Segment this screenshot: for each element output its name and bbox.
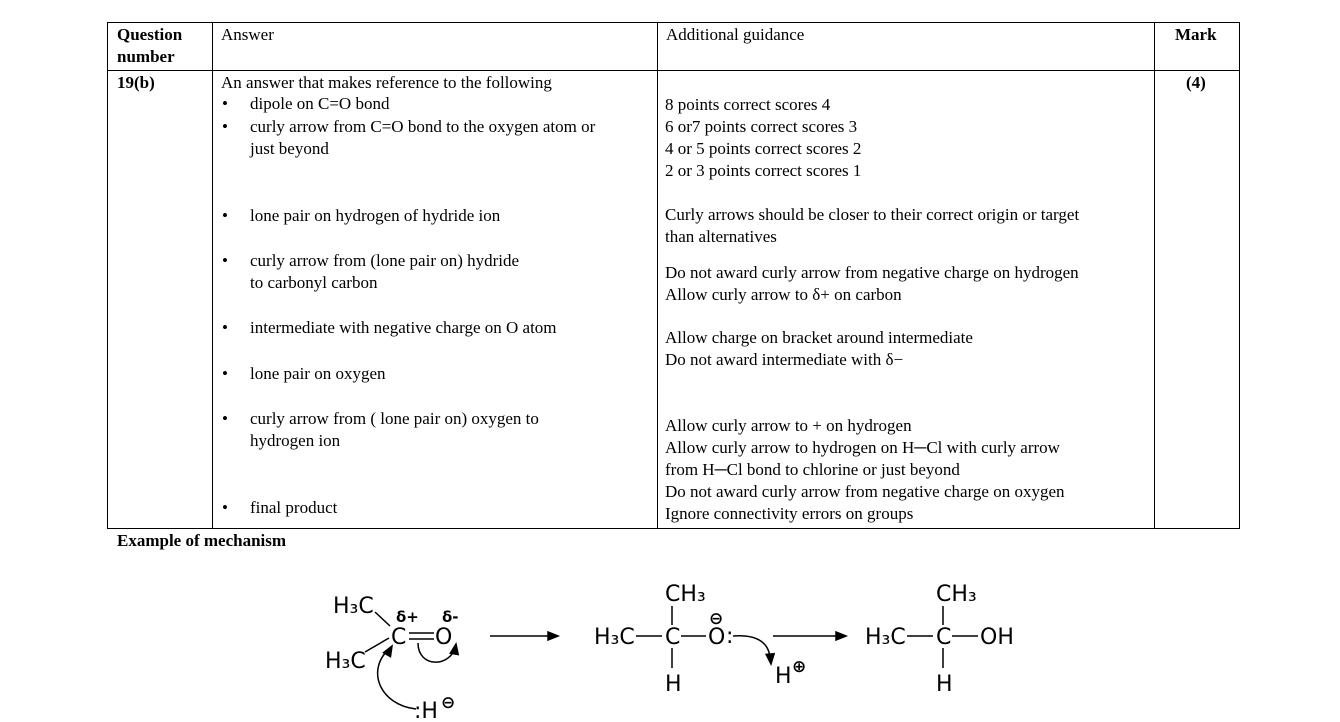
methyl-group: CH₃ <box>665 582 706 607</box>
header-answer: Answer <box>221 25 274 44</box>
hydrogen-atom: H <box>665 672 682 697</box>
answer-line: curly arrow from (lone pair on) hydride <box>250 251 520 270</box>
guidance-line: Do not award curly arrow from negative c… <box>665 482 1065 501</box>
bond <box>364 637 390 653</box>
answer-line: intermediate with negative charge on O a… <box>250 318 557 337</box>
bullet-icon: • <box>222 318 228 337</box>
guidance-line: Do not award curly arrow from negative c… <box>665 263 1079 282</box>
answer-item: • curly arrow from C=O bond to the oxygen… <box>222 116 596 160</box>
answer-item: • curly arrow from (lone pair on) hydride… <box>222 250 520 294</box>
carbon-atom: C <box>665 625 680 650</box>
bullet-icon: • <box>222 94 228 113</box>
arrowhead-icon <box>764 652 776 667</box>
bullet-icon: • <box>222 251 228 270</box>
answer-item: • lone pair on oxygen <box>222 363 386 385</box>
question-number: 19(b) <box>117 73 155 92</box>
guidance-line: Allow charge on bracket around intermedi… <box>665 328 973 347</box>
answer-line: dipole on C=O bond <box>250 94 390 113</box>
methyl-group: H₃C <box>594 625 635 650</box>
answer-line: to carbonyl carbon <box>250 273 378 292</box>
guidance-line: Allow curly arrow to + on hydrogen <box>665 416 912 435</box>
arrowhead-icon <box>547 630 561 642</box>
answer-item: • lone pair on hydrogen of hydride ion <box>222 205 501 227</box>
bullet-icon: • <box>222 117 228 136</box>
answer-intro: An answer that makes reference to the fo… <box>221 73 552 92</box>
answer-item: • dipole on C=O bond <box>222 93 390 115</box>
answer-item: • intermediate with negative charge on O … <box>222 317 557 339</box>
answer-line: just beyond <box>250 139 329 158</box>
guidance-line: Ignore connectivity errors on groups <box>665 504 914 523</box>
answer-line: final product <box>250 498 338 517</box>
answer-line: hydrogen ion <box>250 431 341 450</box>
guidance-line: Allow curly arrow to hydrogen on H─Cl wi… <box>665 438 1060 457</box>
guidance-line: 8 points correct scores 4 <box>665 95 831 114</box>
methyl-group: H₃C <box>325 649 366 674</box>
answer-line: lone pair on hydrogen of hydride ion <box>250 206 501 225</box>
curly-arrow <box>732 635 771 661</box>
arrowhead-icon <box>382 644 394 658</box>
delta-minus-label: δ- <box>442 608 459 626</box>
answer-line: lone pair on oxygen <box>250 364 386 383</box>
answer-item: • curly arrow from ( lone pair on) oxygen… <box>222 408 539 452</box>
positive-charge: ⊕ <box>792 657 806 677</box>
hydrogen-atom: H <box>936 672 953 697</box>
oxygen-atom: O <box>708 625 725 650</box>
hydroxyl-group: OH <box>980 625 1014 650</box>
answer-item: • final product <box>222 497 338 519</box>
methyl-group: H₃C <box>333 594 374 619</box>
header-mark: Mark <box>1175 25 1217 44</box>
hydrogen-ion: H <box>775 664 792 689</box>
guidance-line: Do not award intermediate with δ− <box>665 350 904 369</box>
carbon-atom: C <box>936 625 951 650</box>
answer-line: curly arrow from ( lone pair on) oxygen … <box>250 409 539 428</box>
mark-value: (4) <box>1186 73 1206 92</box>
carbon-atom: C <box>391 625 406 650</box>
methyl-group: H₃C <box>865 625 906 650</box>
guidance-line: from H─Cl bond to chlorine or just beyon… <box>665 460 960 479</box>
oxygen-atom: O <box>435 625 452 650</box>
lone-pair-icon: : <box>726 624 733 649</box>
guidance-line: 2 or 3 points correct scores 1 <box>665 161 862 180</box>
bullet-icon: • <box>222 409 228 428</box>
hydride-ion: :H <box>414 699 438 722</box>
arrowhead-icon <box>449 642 460 656</box>
bullet-icon: • <box>222 206 228 225</box>
guidance-line: than alternatives <box>665 227 777 246</box>
mark-scheme-table: Question number Answer Additional guidan… <box>107 22 1240 529</box>
negative-charge: ⊖ <box>441 693 455 713</box>
bullet-icon: • <box>222 364 228 383</box>
guidance-line: 4 or 5 points correct scores 2 <box>665 139 862 158</box>
header-guidance: Additional guidance <box>666 25 805 44</box>
bullet-icon: • <box>222 498 228 517</box>
guidance-line: 6 or7 points correct scores 3 <box>665 117 858 136</box>
delta-plus-label: δ+ <box>396 608 419 626</box>
negative-charge: ⊖ <box>709 609 723 629</box>
guidance-line: Curly arrows should be closer to their c… <box>665 205 1080 224</box>
answer-line: curly arrow from C=O bond to the oxygen … <box>250 117 596 136</box>
example-heading: Example of mechanism <box>117 531 287 550</box>
guidance-line: Allow curly arrow to δ+ on carbon <box>665 285 902 304</box>
methyl-group: CH₃ <box>936 582 977 607</box>
header-question-number: Question number <box>117 25 183 66</box>
arrowhead-icon <box>835 630 849 642</box>
bond <box>374 611 391 627</box>
curly-arrow <box>376 647 417 710</box>
